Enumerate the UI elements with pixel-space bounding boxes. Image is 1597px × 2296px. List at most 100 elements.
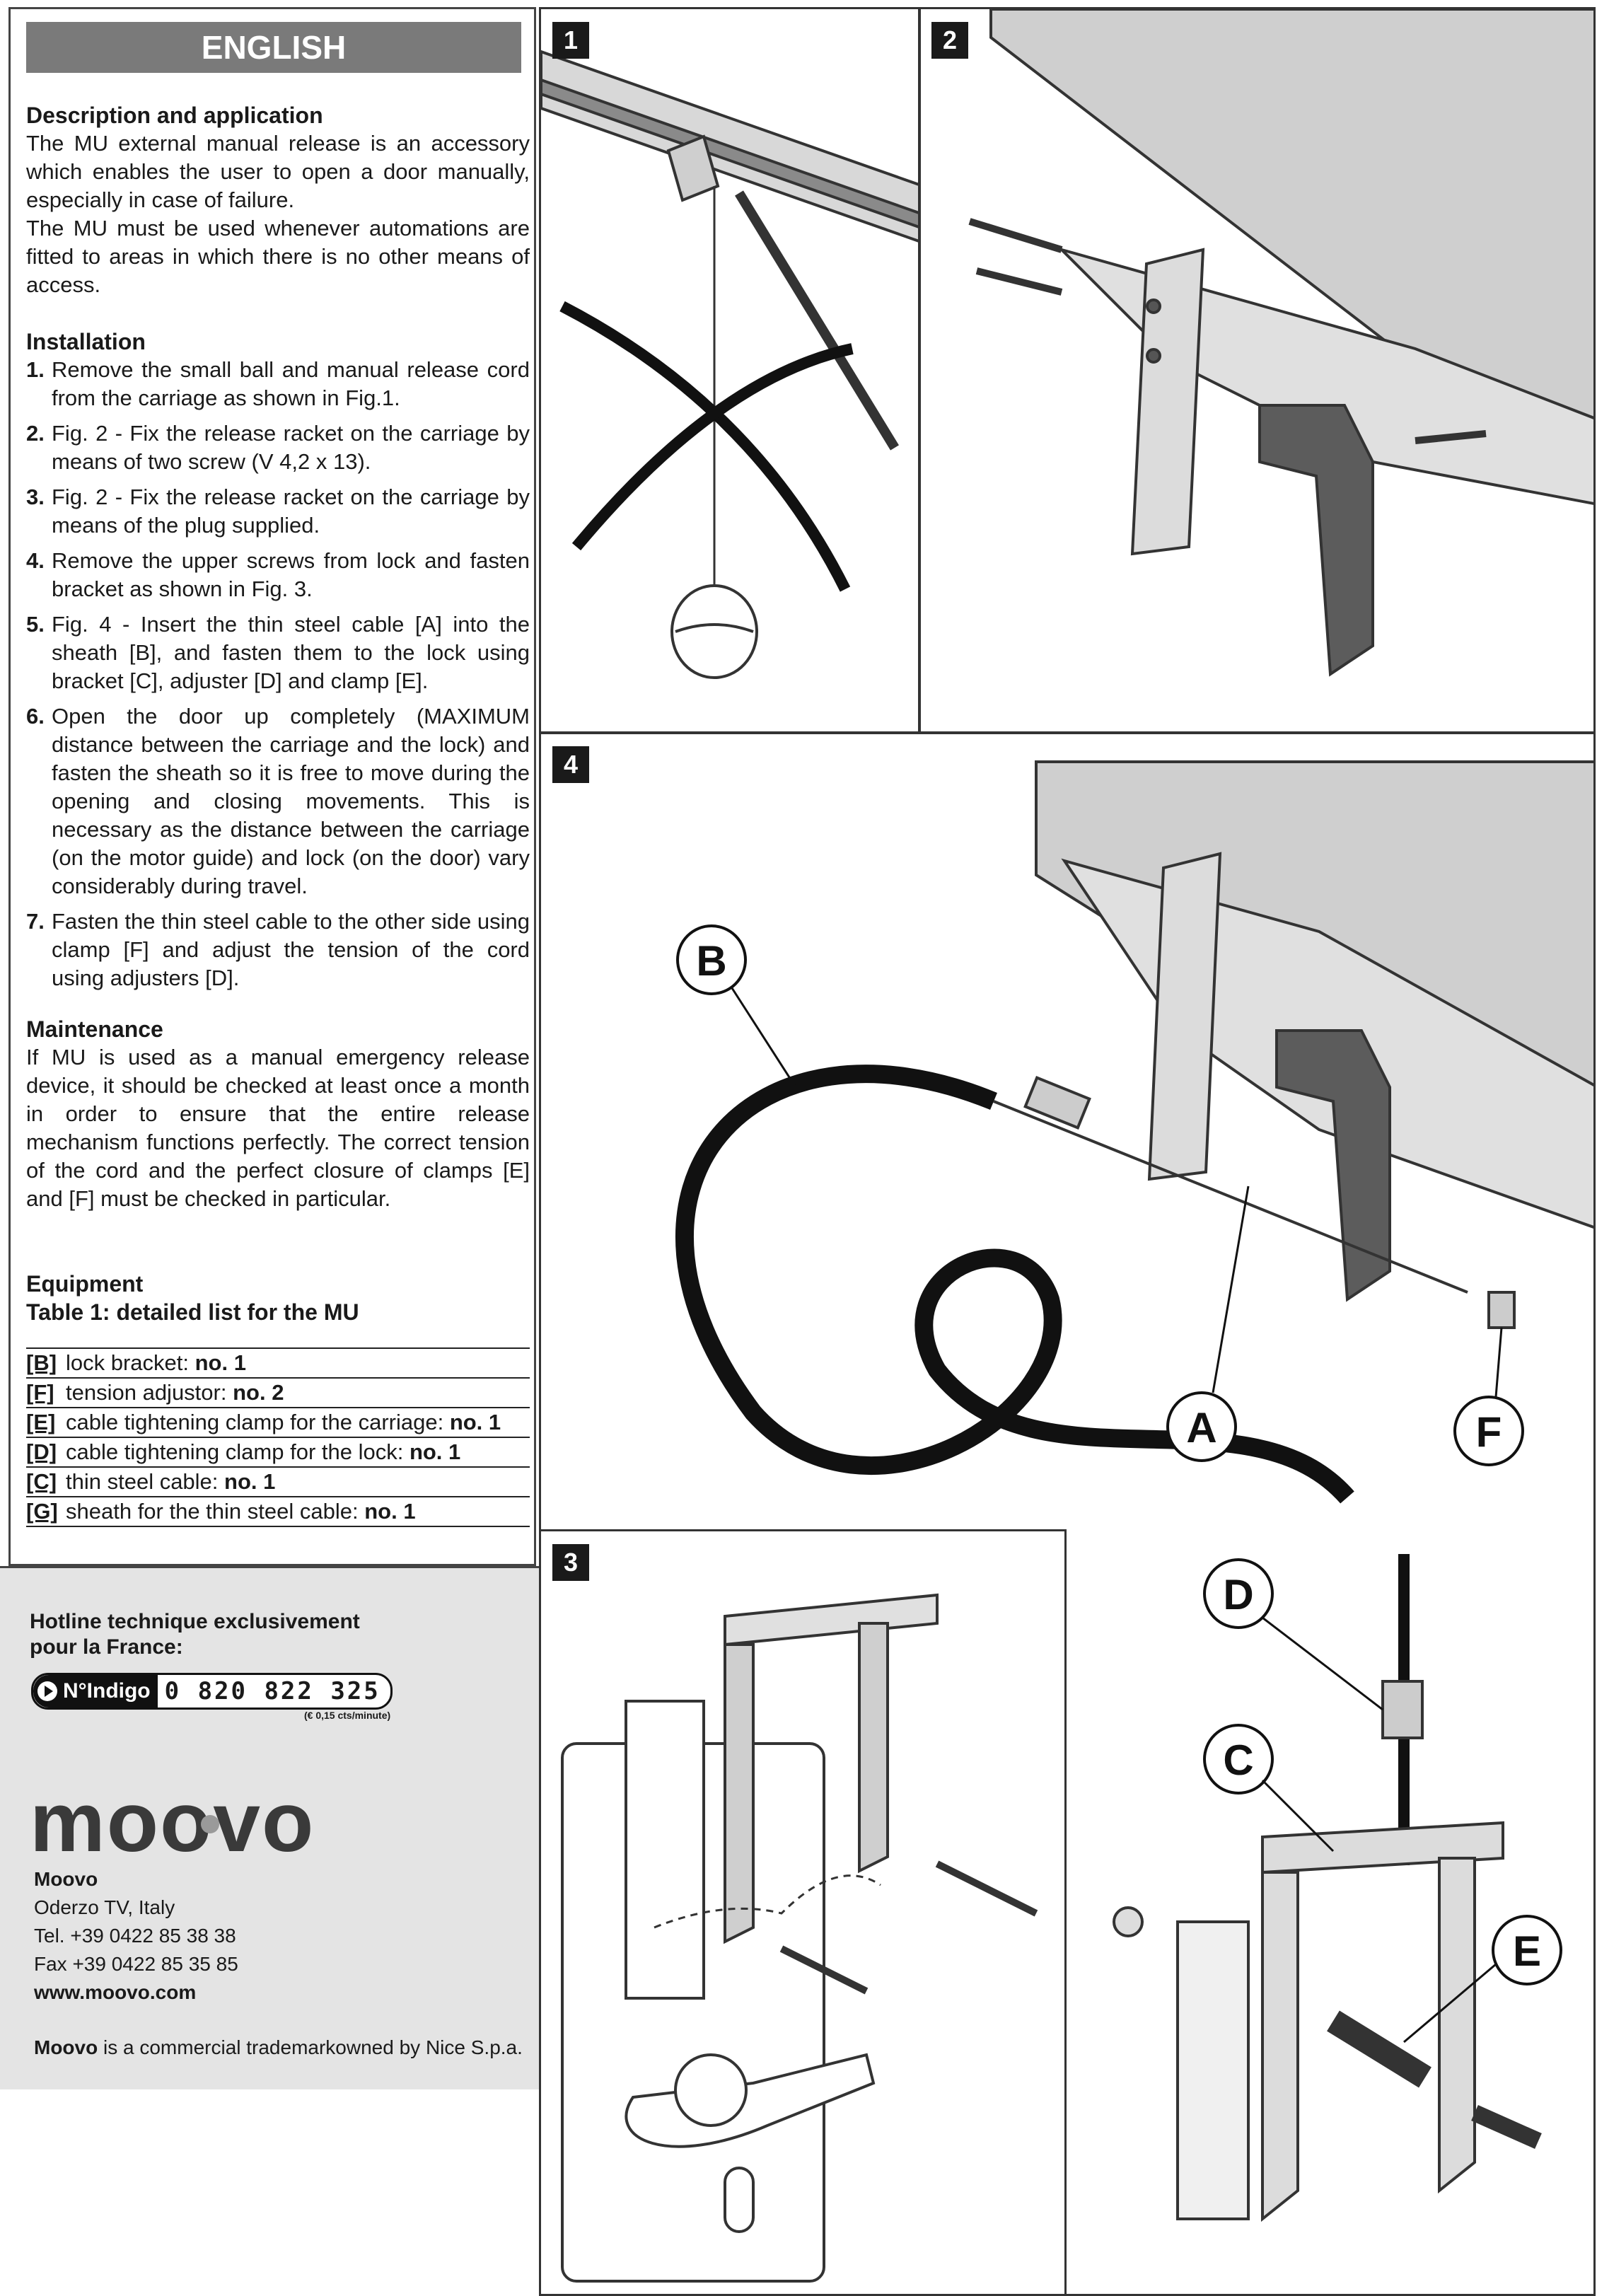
bracket-left-leg [724, 1643, 755, 1944]
step-item: 2. Fig. 2 - Fix the release racket on the… [26, 419, 530, 476]
step-number: 7. [26, 909, 45, 934]
equipment-label: tension adjustor: [66, 1380, 233, 1405]
callout-e [1492, 1915, 1562, 1985]
trademark-note: Moovo is a commercial trademarkowned by … [34, 2036, 523, 2059]
plug [1415, 430, 1487, 444]
bracket-top [724, 1593, 939, 1647]
logo-wordmark: moovo [30, 1775, 315, 1865]
label-c: C [1223, 1737, 1253, 1784]
leader-f [1494, 1327, 1503, 1398]
step-number: 2. [26, 421, 45, 446]
equipment-qty: no. 1 [364, 1499, 416, 1524]
tension-adjustor [1487, 1291, 1516, 1329]
equipment-code: [E] [26, 1407, 66, 1437]
equipment-code: [F] [26, 1377, 66, 1408]
callout-f [1453, 1396, 1524, 1466]
moovo-logo: moovo [30, 1775, 315, 1865]
table-title: Table 1: detailed list for the MU [26, 1299, 359, 1325]
figure-1-illustration [541, 50, 919, 679]
lock-bracket-right-leg [1438, 1857, 1476, 2194]
leader-a [1212, 1185, 1250, 1393]
installation-title: Installation [26, 329, 146, 354]
callout-d [1203, 1558, 1274, 1629]
hotline-line-1: Hotline technique exclusivement [30, 1610, 360, 1633]
adjuster-lower [1381, 1680, 1424, 1739]
label-e: E [1513, 1927, 1541, 1975]
callout-b [676, 924, 747, 995]
figure-number: 3 [552, 1544, 589, 1581]
leader-b [731, 987, 797, 1088]
callout-c [1203, 1724, 1274, 1795]
play-arrow-icon [37, 1681, 57, 1701]
figure-3-illustration [561, 1593, 1038, 2283]
maintenance-text: If MU is used as a manual emergency rele… [26, 1045, 530, 1211]
equipment-table: [B]lock bracket: no. 1 [F]tension adjust… [26, 1347, 530, 1527]
step-item: 7. Fasten the thin steel cable to the oth… [26, 908, 530, 992]
step-text: Open the door up completely (MAXIMUM dis… [52, 704, 530, 898]
release-bracket [1130, 248, 1205, 556]
trademark-text: is a commercial trademarkowned by Nice S… [98, 2036, 523, 2058]
step-item: 4.Remove the upper screws from lock and … [26, 547, 530, 603]
table-row: [D]cable tightening clamp for the lock: … [26, 1437, 530, 1467]
equipment-desc: cable tightening clamp for the lock: no.… [66, 1437, 530, 1467]
description-title: Description and application [26, 103, 323, 128]
lock-latch-plate [625, 1700, 705, 2000]
thin-steel-cable [993, 1100, 1468, 1294]
table-row: [C]thin steel cable: no. 1 [26, 1466, 530, 1497]
step-text: Fig. 2 - Fix the release racket on the c… [52, 421, 530, 474]
lock-bracket-left-leg [1261, 1871, 1299, 2222]
label-d: D [1223, 1571, 1253, 1618]
text-panel: ENGLISH Description and application The … [8, 7, 536, 1566]
carriage-hook [666, 134, 720, 202]
table-row: [B]lock bracket: no. 1 [26, 1347, 530, 1378]
screw-right [935, 1860, 1038, 1917]
figure-number: 2 [931, 22, 968, 59]
equipment-label: thin steel cable: [66, 1469, 225, 1494]
indigo-hotline-box: N°Indigo 0 820 822 325 [31, 1673, 393, 1710]
indigo-label: N°Indigo [63, 1679, 151, 1703]
figure-4: B A F D C E 4 [539, 731, 1596, 2296]
label-b: B [696, 937, 726, 985]
step-item: 1.Remove the small ball and manual relea… [26, 356, 530, 412]
equipment-desc: lock bracket: no. 1 [66, 1347, 530, 1378]
installation-steps: 1.Remove the small ball and manual relea… [26, 356, 530, 992]
hotline-line-2: pour la France: [30, 1635, 183, 1659]
company-city: Oderzo TV, Italy [34, 1896, 175, 1918]
equipment-code: [C] [26, 1466, 66, 1497]
equipment-qty: no. 1 [449, 1410, 501, 1434]
rail-groove [541, 78, 919, 229]
bracket-right-leg [858, 1622, 889, 1874]
equipment-label: cable tightening clamp for the lock: [66, 1439, 410, 1464]
hotline-price: (€ 0,15 cts/minute) [304, 1710, 391, 1721]
equipment-desc: tension adjustor: no. 2 [66, 1377, 530, 1408]
alignment-dashes [654, 1874, 881, 1929]
figure-number: 4 [552, 746, 589, 783]
hotline-title: Hotline technique exclusivement pour la … [30, 1609, 454, 1660]
label-f: F [1476, 1408, 1502, 1456]
step-item: 5.Fig. 4 - Insert the thin steel cable [… [26, 610, 530, 695]
step-text: Fig. 2 - Fix the release racket on the c… [52, 485, 530, 538]
language-header: ENGLISH [26, 22, 521, 73]
cross-out-stroke-2 [571, 343, 854, 551]
callout-a [1166, 1391, 1237, 1462]
step-text: Fasten the thin steel cable to the other… [52, 909, 530, 990]
step-number: 3. [26, 485, 45, 509]
carriage-arm [735, 190, 899, 451]
description-paragraph-1: The MU external manual release is an acc… [26, 131, 530, 212]
leader-e [1403, 1963, 1497, 2043]
release-lever [1275, 1029, 1391, 1302]
equipment-qty: no. 1 [224, 1469, 276, 1494]
company-fax: Fax +39 0422 85 35 85 [34, 1953, 238, 1975]
spacer [26, 299, 530, 327]
spacer [26, 1213, 530, 1270]
indigo-badge: N°Indigo [33, 1675, 158, 1707]
figure-2: 2 [918, 7, 1596, 734]
leader-d [1262, 1616, 1383, 1711]
logo-dot [201, 1815, 219, 1833]
company-info: Moovo Oderzo TV, Italy Tel. +39 0422 85 … [34, 1865, 238, 2007]
clamp-bolt [1327, 2010, 1432, 2088]
company-name: Moovo [34, 1868, 98, 1890]
spacer [26, 999, 530, 1015]
company-tel: Tel. +39 0422 85 38 38 [34, 1925, 236, 1947]
key-cylinder [724, 2167, 755, 2233]
